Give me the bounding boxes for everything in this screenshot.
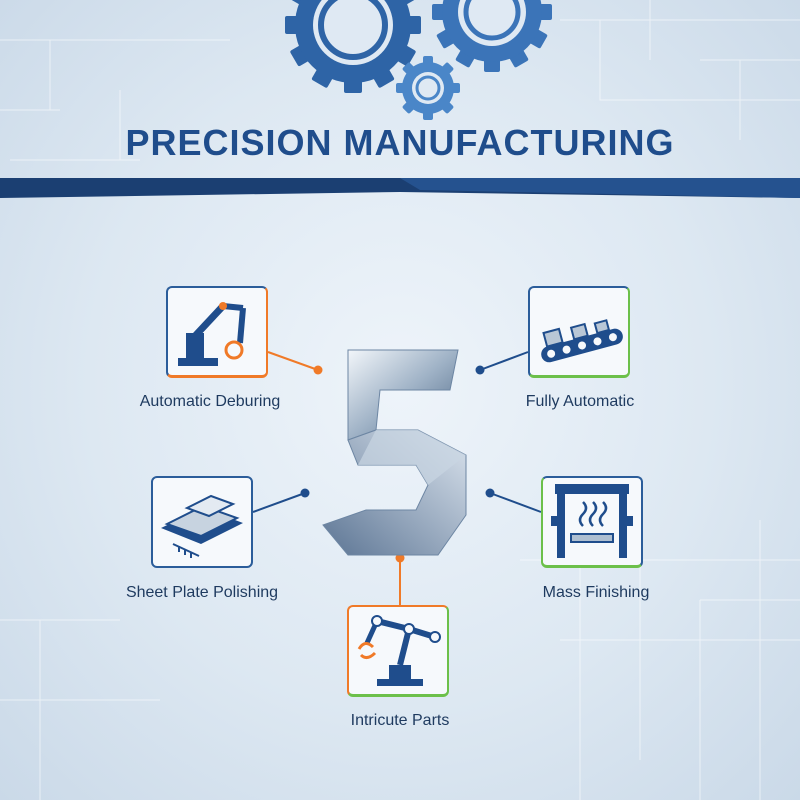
- page-title: PRECISION MANUFACTURING: [125, 122, 675, 163]
- automatic-deburing-label: Automatic Deburing: [139, 393, 281, 410]
- right-gear-icon: [432, 0, 552, 72]
- numeral-five: 5: [322, 349, 467, 556]
- conveyor-belt-icon: [541, 319, 623, 363]
- sheet-plate-polishing-card: [151, 476, 253, 568]
- small-gear-icon: [396, 56, 460, 120]
- intricute-parts-label: Intricute Parts: [350, 712, 450, 729]
- automatic-deburing-card: [166, 286, 268, 378]
- gears-graphic: [285, 0, 552, 120]
- fully-automatic-label: Fully Automatic: [525, 393, 635, 410]
- sheet-plate-polishing-label: Sheet Plate Polishing: [125, 584, 279, 601]
- mass-finishing-label: Mass Finishing: [542, 584, 650, 601]
- intricute-parts-card: [347, 605, 449, 697]
- heat-oven-icon: [551, 484, 633, 558]
- robotic-arm-gripper-icon: [357, 615, 441, 686]
- mass-finishing-card: [541, 476, 643, 568]
- large-gear-icon: [285, 0, 421, 93]
- sheet-plate-icon: [161, 494, 243, 558]
- banner-stripe: [0, 178, 800, 198]
- fully-automatic-card: [528, 286, 630, 378]
- robot-arm-deburring-icon: [178, 302, 246, 366]
